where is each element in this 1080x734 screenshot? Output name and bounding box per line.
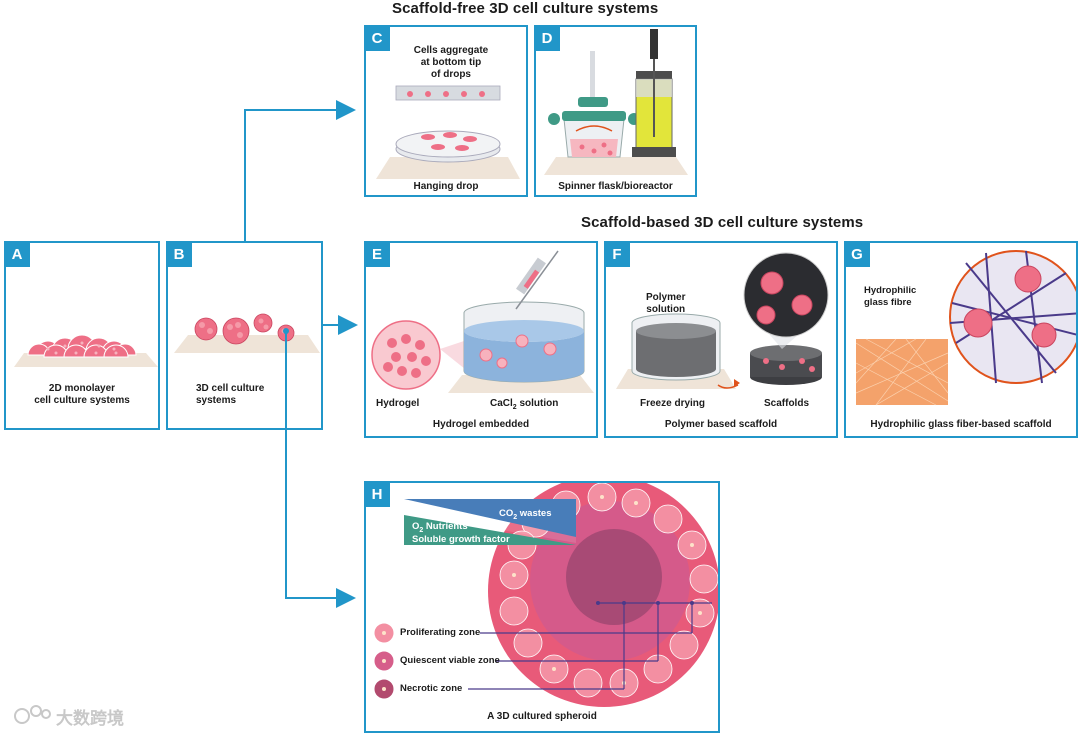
panel-e-label-hydrogel: Hydrogel	[376, 398, 420, 409]
panel-d-spinner-flask: D Spinner flask/bioreactor	[534, 25, 697, 197]
legend-quiescent-viable-zone: Quiescent viable zone	[400, 655, 500, 666]
panel-c-tag: C	[366, 27, 390, 51]
co2-suffix: wastes	[517, 508, 552, 519]
panel-h-tag: H	[366, 483, 390, 507]
panel-b-caption: 3D cell culture systems	[196, 383, 265, 406]
o2-prefix: O	[412, 521, 420, 532]
panel-f-label-scaffolds: Scaffolds	[764, 398, 810, 409]
cacl-sub: 2	[512, 404, 517, 411]
panel-g-tag: G	[846, 243, 870, 267]
spinner-flask-illustration	[544, 29, 688, 175]
panel-a-2d-monolayer: A 2D monolayer cell culture systems	[4, 241, 160, 430]
o2-suffix: Nutrients	[423, 521, 468, 532]
glass-fiber-illustration	[855, 250, 1076, 406]
panel-h-spheroid: H CO2 wastes O2 Nutrients Soluble growth…	[364, 481, 720, 733]
monolayer-illustration	[14, 334, 158, 367]
panel-d-caption: Spinner flask/bioreactor	[558, 181, 673, 192]
panel-b-3d-culture: B 3D cell culture systems	[166, 241, 323, 430]
panel-a-tag: A	[6, 243, 30, 267]
panel-h-growth-label: Soluble growth factor	[412, 534, 510, 545]
panel-h-caption: A 3D cultured spheroid	[487, 711, 597, 722]
panel-f-label-freeze-drying: Freeze drying	[640, 398, 706, 409]
panel-g-caption: Hydrophilic glass fiber-based scaffold	[870, 419, 1052, 430]
panel-h-o2-label: O2 Nutrients	[412, 521, 468, 537]
panel-c-caption: Hanging drop	[413, 181, 479, 192]
hanging-drop-illustration	[376, 85, 520, 179]
panel-g-glass-fiber-scaffold: G Hydrophilic glass fibre Hydrophilic gl…	[844, 241, 1078, 438]
panel-e-tag: E	[366, 243, 390, 267]
panel-g-label-glass-fibre: Hydrophilic glass fibre	[864, 285, 917, 308]
panel-e-hydrogel: E Hydrogel CaCl2 solution Hydrogel embed…	[364, 241, 598, 438]
legend-necrotic-zone: Necrotic zone	[400, 683, 463, 694]
watermark-text: 大数跨境	[56, 709, 124, 729]
panel-c-hanging-drop: C Cells aggregate at bottom tip of drops…	[364, 25, 528, 197]
watermark-logo: 大数跨境	[12, 700, 152, 730]
hydrogel-illustration	[371, 250, 594, 393]
co2-prefix: CO	[499, 508, 514, 519]
panel-e-caption: Hydrogel embedded	[432, 419, 530, 430]
panel-f-polymer-scaffold: F Polymer solution Freeze drying Scaffol…	[604, 241, 838, 438]
panel-f-label-polymer-solution: Polymer solution	[646, 292, 686, 315]
panel-d-tag: D	[536, 27, 560, 51]
polymer-scaffold-illustration	[616, 252, 829, 389]
scaffold-based-title: Scaffold-based 3D cell culture systems	[581, 214, 864, 231]
legend-proliferating-zone: Proliferating zone	[400, 627, 481, 638]
panel-f-caption: Polymer based scaffold	[664, 419, 778, 430]
scaffold-free-title: Scaffold-free 3D cell culture systems	[392, 0, 659, 17]
panel-c-top-label: Cells aggregate at bottom tip of drops	[413, 45, 489, 80]
cacl-suffix: solution	[516, 398, 559, 409]
arrow-to-scaffold-free	[244, 100, 356, 241]
panel-e-label-cacl2: CaCl2 solution	[490, 398, 558, 414]
panel-b-tag: B	[168, 243, 192, 267]
co2-sub: 2	[513, 513, 518, 521]
panel-a-caption: 2D monolayer cell culture systems	[34, 383, 130, 406]
watermark-icon	[14, 705, 51, 724]
panel-h-co2-label: CO2 wastes	[499, 508, 551, 524]
panel-f-tag: F	[606, 243, 630, 267]
o2-sub: 2	[419, 526, 424, 534]
cacl-prefix: CaCl	[490, 398, 513, 409]
spheroid-illustration	[373, 483, 718, 707]
